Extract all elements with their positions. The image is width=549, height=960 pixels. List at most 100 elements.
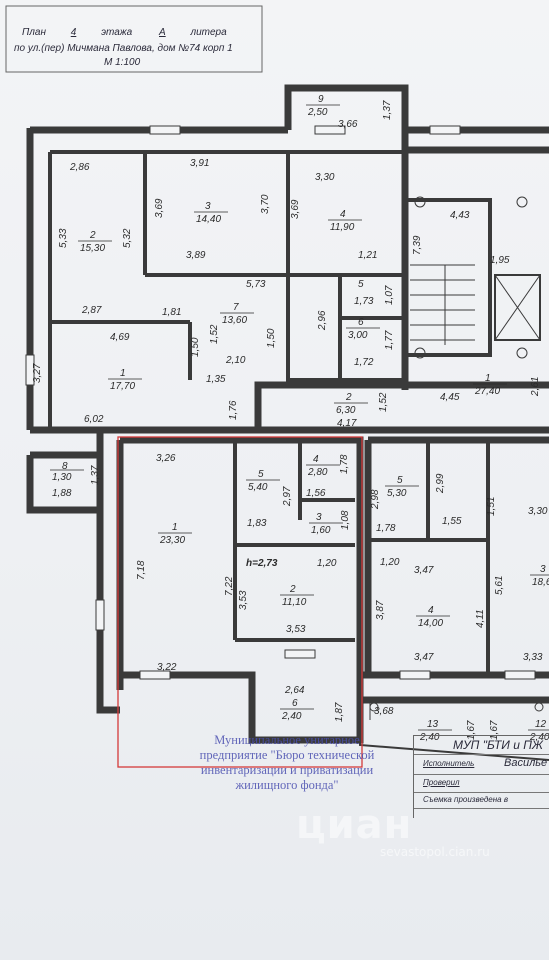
title-block-executor-value: Василье xyxy=(504,757,548,769)
stamp-line: Муниципальное унитарное xyxy=(214,733,360,747)
header-line1: План 4 этажа А литера xyxy=(22,27,227,38)
watermark-url: sevastopol.cian.ru xyxy=(380,845,490,859)
room-area: 2,40 xyxy=(419,732,440,743)
header-scale: М 1:100 xyxy=(104,57,141,68)
dimension-label: 1,52 xyxy=(209,324,220,344)
room-area: 14,40 xyxy=(196,214,221,225)
dimension-label: 1,67 xyxy=(466,720,477,740)
room-area: 6,30 xyxy=(336,405,356,416)
room-area: 14,00 xyxy=(418,618,443,629)
dimension-label: 3,30 xyxy=(315,172,335,183)
room-area: 23,30 xyxy=(159,535,185,546)
header-floor-number: 4 xyxy=(70,27,77,38)
dimension-label: 3,33 xyxy=(523,652,543,663)
loggias xyxy=(359,700,549,761)
room-area: 15,30 xyxy=(80,243,105,254)
room-number: 3 xyxy=(540,564,546,575)
title-block xyxy=(413,735,549,818)
dimension-label: 4,45 xyxy=(440,392,460,403)
room-area: 5,40 xyxy=(248,482,268,493)
title-block-checked-label: Проверил xyxy=(423,778,460,787)
dimension-label: 3,91 xyxy=(190,158,209,169)
dimension-label: 2,99 xyxy=(435,473,446,494)
dimension-label: 3,68 xyxy=(374,706,394,717)
ceiling-height-label: h=2,73 xyxy=(246,558,278,569)
dimension-label: 1,20 xyxy=(380,557,400,568)
dimension-label: 1,52 xyxy=(378,392,389,412)
interior-walls xyxy=(48,150,492,675)
windows xyxy=(25,125,536,680)
room-area: 1,60 xyxy=(311,525,331,536)
dimension-label: 1,50 xyxy=(190,337,201,357)
header-address: по ул.(пер) Мичмана Павлова, дом №74 кор… xyxy=(14,43,233,54)
dimension-label: 2,98 xyxy=(370,489,381,510)
dimension-label: 1,83 xyxy=(247,518,267,529)
room-number: 12 xyxy=(535,719,547,730)
dimension-label: 4,69 xyxy=(110,332,130,343)
room-number: 1 xyxy=(120,368,126,379)
dimension-label: 1,21 xyxy=(358,250,377,261)
dimension-label: 7,22 xyxy=(224,576,235,596)
room-area: 5,30 xyxy=(387,488,407,499)
title-block-executor-label: Исполнитель xyxy=(423,759,475,768)
dimension-label: 4,11 xyxy=(475,609,486,628)
dimension-label: 3,47 xyxy=(414,565,434,576)
room-number: 4 xyxy=(313,454,319,465)
title-block-survey-label: Съемка произведена в xyxy=(423,795,508,804)
stamp-line: предприятие "Бюро технической xyxy=(199,748,375,762)
dimension-label: 3,47 xyxy=(414,652,434,663)
header-letter: А xyxy=(159,27,166,38)
room-number: 5 xyxy=(358,279,364,290)
dimension-label: 4,43 xyxy=(450,210,470,221)
dimension-label: 5,33 xyxy=(58,228,69,248)
watermark-logo: циан xyxy=(296,802,413,848)
dimension-label: 7,39 xyxy=(412,235,423,255)
room-number: 13 xyxy=(427,719,439,730)
dimension-label: 1,87 xyxy=(334,702,345,722)
room-area: 2,50 xyxy=(307,107,328,118)
room-area: 17,70 xyxy=(110,381,135,392)
room-number: 3 xyxy=(316,512,322,523)
dimension-label: 2,97 xyxy=(282,486,293,507)
dimension-label: 7,18 xyxy=(136,560,147,580)
dimension-label: 1,50 xyxy=(266,328,277,348)
title-block-org: МУП "БТИ и ПЖ xyxy=(453,738,543,752)
dimension-label: 3,26 xyxy=(156,453,176,464)
room-number: 5 xyxy=(258,469,264,480)
dimension-label: 3,69 xyxy=(290,199,301,219)
dimension-label: 1,81 xyxy=(162,307,181,318)
doors xyxy=(369,196,544,720)
dimension-label: 3,89 xyxy=(186,250,206,261)
dimension-label: 1,37 xyxy=(382,100,393,120)
room-area: 18,6 xyxy=(532,577,549,588)
room-number: 6 xyxy=(292,698,298,709)
dimension-label: 3,27 xyxy=(32,363,43,383)
dimension-label: 1,08 xyxy=(340,510,351,530)
header-letter-label: литера xyxy=(190,27,227,38)
dimension-label: 1,72 xyxy=(354,357,374,368)
dimension-label: 1,07 xyxy=(384,285,395,305)
dimension-label: 1,37 xyxy=(90,465,101,485)
room-area: 11,10 xyxy=(282,597,307,608)
room-number: 1 xyxy=(485,373,491,384)
dimension-label: 1,77 xyxy=(384,330,395,350)
stamp-line: инвентаризации и приватизации xyxy=(200,763,374,777)
dimension-label: 3,66 xyxy=(338,119,358,130)
dimension-label: 5,61 xyxy=(494,576,505,595)
room-number: 2 xyxy=(89,230,96,241)
dimension-label: 1,55 xyxy=(442,516,462,527)
room-number: 5 xyxy=(397,475,403,486)
room-area: 27,40 xyxy=(474,386,500,397)
dimension-label: 4,17 xyxy=(337,418,357,429)
room-number: 4 xyxy=(428,605,434,616)
highlighted-apartment-outline xyxy=(117,436,363,768)
dimension-label: 1,35 xyxy=(206,374,226,385)
dimension-label: 3,53 xyxy=(238,590,249,610)
room-area: 2,40 xyxy=(281,711,302,722)
dimension-label: 1,67 xyxy=(489,720,500,740)
dimension-label: 2,10 xyxy=(225,355,246,366)
room-area: 2,40 xyxy=(529,732,549,743)
room-number: 3 xyxy=(205,201,211,212)
